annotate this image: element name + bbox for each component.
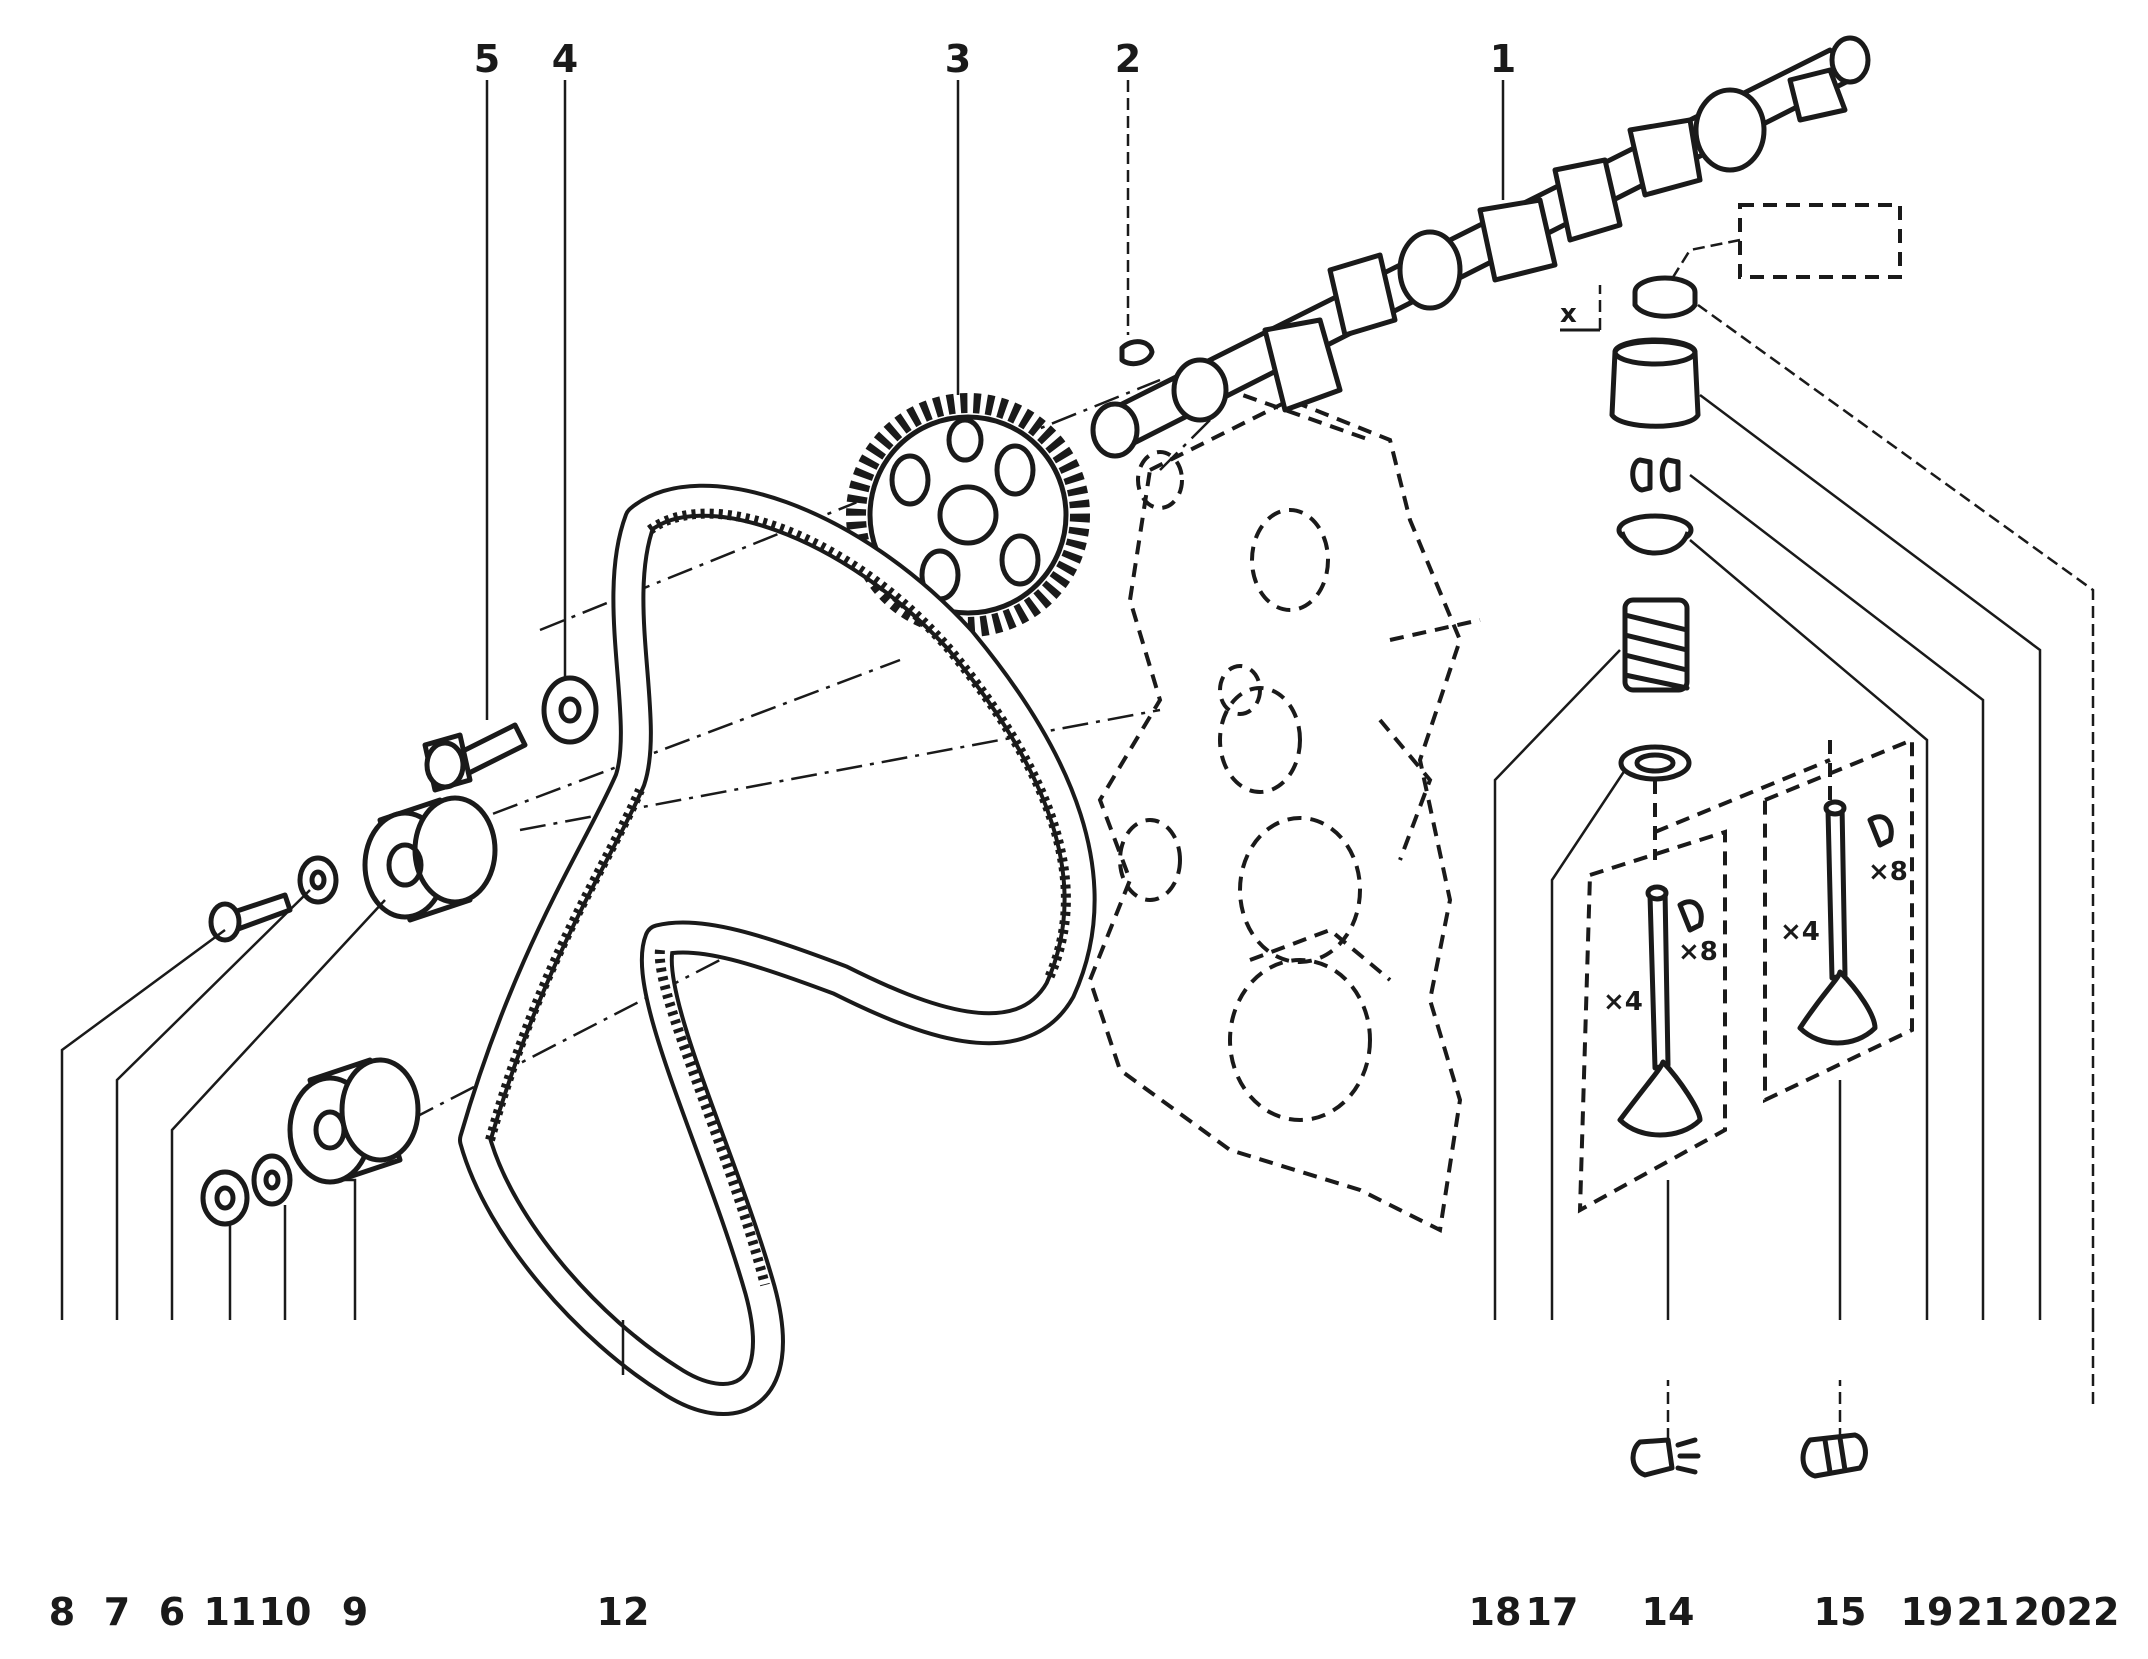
part-numbers-top: 5 4 3 2 1 bbox=[474, 37, 1516, 81]
cam-sprocket bbox=[846, 393, 1090, 637]
part-number-9: 9 bbox=[342, 1590, 368, 1634]
keeper-qty-b: ×8 bbox=[1868, 857, 1908, 887]
small-bolt bbox=[208, 892, 293, 943]
keeper-qty-a: ×8 bbox=[1678, 937, 1718, 967]
part-number-15: 15 bbox=[1814, 1590, 1867, 1634]
valve-box-b: ×4 ×8 bbox=[1654, 737, 1914, 1104]
washer-top bbox=[541, 675, 599, 745]
spring-retainer bbox=[1616, 513, 1694, 556]
valve-guide-seal-15 bbox=[1800, 1432, 1868, 1479]
detail-box bbox=[1668, 203, 1902, 283]
part-number-7: 7 bbox=[104, 1590, 130, 1634]
idler-pulley bbox=[287, 1057, 421, 1185]
valve-qty-a: ×4 bbox=[1603, 987, 1643, 1017]
part-number-21: 21 bbox=[1957, 1590, 2010, 1634]
part-number-5: 5 bbox=[474, 37, 500, 81]
part-number-4: 4 bbox=[552, 37, 578, 81]
valve-keepers-top bbox=[1630, 457, 1681, 493]
engine-block-outline bbox=[1087, 378, 1481, 1234]
part-number-22: 22 bbox=[2067, 1590, 2120, 1634]
retaining-nut bbox=[200, 1169, 250, 1227]
bucket-tappet bbox=[1609, 337, 1701, 429]
part-number-10: 10 bbox=[259, 1590, 312, 1634]
valve-box-a: ×4 ×8 bbox=[1577, 780, 1727, 1214]
part-number-8: 8 bbox=[49, 1590, 75, 1634]
x-marker: x bbox=[1560, 285, 1602, 332]
part-number-2: 2 bbox=[1115, 37, 1141, 81]
part-number-6: 6 bbox=[159, 1590, 185, 1634]
timing-belt bbox=[458, 483, 1097, 1416]
part-numbers-bottom: 8 7 6 11 10 9 12 18 17 14 15 19 21 20 22 bbox=[49, 1590, 2120, 1634]
shim-22 bbox=[1632, 275, 1698, 319]
part-number-17: 17 bbox=[1526, 1590, 1579, 1634]
tensioner-pulley bbox=[362, 795, 498, 923]
leader-lines bbox=[60, 80, 2095, 1440]
part-number-11: 11 bbox=[204, 1590, 257, 1634]
part-number-1: 1 bbox=[1490, 37, 1516, 81]
part-number-18: 18 bbox=[1469, 1590, 1522, 1634]
camshaft bbox=[1090, 35, 1871, 459]
valve-qty-b: ×4 bbox=[1780, 917, 1820, 947]
spring-seat bbox=[1618, 744, 1692, 782]
x-marker-label: x bbox=[1560, 299, 1577, 329]
valve-spring bbox=[1622, 597, 1690, 693]
woodruff-key bbox=[1119, 339, 1155, 367]
part-number-12: 12 bbox=[597, 1590, 650, 1634]
part-number-20: 20 bbox=[2014, 1590, 2067, 1634]
part-number-3: 3 bbox=[945, 37, 971, 81]
spacer-washer bbox=[251, 1153, 293, 1207]
valve-guide-seal-14 bbox=[1630, 1437, 1701, 1478]
part-number-14: 14 bbox=[1642, 1590, 1695, 1634]
tensioner-bolt bbox=[422, 722, 528, 793]
part-number-19: 19 bbox=[1901, 1590, 1954, 1634]
